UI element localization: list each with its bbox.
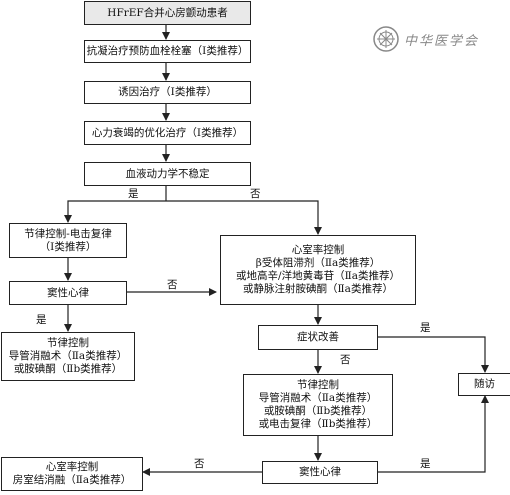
node-av-node-ablation-line1: 心室率控制 <box>45 461 99 473</box>
node-induce-text: 诱因治疗（Ⅰ类推荐） <box>118 86 217 98</box>
logo-text: 中华医学会 <box>404 33 480 49</box>
node-rhythm-ablation-2-line4: 或电击复律（Ⅱb类推荐） <box>258 418 378 430</box>
node-unstable-text: 血液动力学不稳定 <box>125 167 210 180</box>
node-sinus-rhythm-2-text: 窦性心律 <box>299 466 341 478</box>
node-rhythm-ablation-1: 节律控制 导管消融术（Ⅱa类推荐） 或胺碘酮（Ⅱb类推荐） <box>1 332 135 381</box>
label-improve-yes: 是 <box>420 322 431 334</box>
label-sinus2-no: 否 <box>194 458 205 470</box>
node-rate-control-line2: β受体阻滞剂（Ⅱa类推荐） <box>255 257 381 269</box>
arrow-unstable-no <box>166 200 322 235</box>
node-optimize-text: 心力衰竭的优化治疗（Ⅰ类推荐） <box>91 126 244 139</box>
node-av-node-ablation-line2: 房室结消融（Ⅱa类推荐） <box>12 474 132 486</box>
node-hfref: HFrEF合并心房颤动患者 <box>84 1 251 25</box>
arrow-unstable-yes <box>64 200 166 223</box>
node-rate-control-line3: 或地高辛/洋地黄毒苷（Ⅱa类推荐） <box>236 270 400 282</box>
node-rhythm-ablation-2: 节律控制 导管消融术（Ⅱa类推荐） 或胺碘酮（Ⅱb类推荐） 或电击复律（Ⅱb类推… <box>243 374 393 436</box>
node-followup-text: 随访 <box>474 378 495 390</box>
node-rhythm-ablation-1-line2: 导管消融术（Ⅱa类推荐） <box>8 350 128 362</box>
node-rhythm-ablation-1-line3: 或胺碘酮（Ⅱb类推荐） <box>13 363 123 375</box>
label-improve-no: 否 <box>340 354 351 366</box>
label-unstable-no: 否 <box>250 188 261 200</box>
node-rhythm-ablation-1-line1: 节律控制 <box>47 337 89 349</box>
node-rhythm-ablation-2-line1: 节律控制 <box>297 379 339 391</box>
node-sinus-rhythm-1: 窦性心律 <box>9 281 127 305</box>
node-rhythm-ablation-2-line2: 导管消融术（Ⅱa类推荐） <box>258 392 378 404</box>
node-rhythm-ablation-2-line3: 或胺碘酮（Ⅱb类推荐） <box>263 405 373 417</box>
label-unstable-yes: 是 <box>128 188 139 200</box>
node-sinus-rhythm-2: 窦性心律 <box>262 461 378 484</box>
node-hfref-text: HFrEF合并心房颤动患者 <box>107 6 228 19</box>
node-rhythm-cardioversion-line1: 节律控制-电击复律 <box>24 227 112 240</box>
node-symptom-improve: 症状改善 <box>258 325 378 350</box>
node-av-node-ablation: 心室率控制 房室结消融（Ⅱa类推荐） <box>1 457 143 491</box>
node-symptom-improve-text: 症状改善 <box>297 331 339 343</box>
seal-icon <box>373 26 399 52</box>
node-rhythm-cardioversion: 节律控制-电击复律 （Ⅰ类推荐） <box>9 223 127 258</box>
node-unstable: 血液动力学不稳定 <box>84 162 251 186</box>
arrow-sinus2-followup <box>378 395 489 473</box>
node-anticoag-text: 抗凝治疗预防血栓栓塞（Ⅰ类推荐） <box>86 45 249 57</box>
node-anticoag: 抗凝治疗预防血栓栓塞（Ⅰ类推荐） <box>84 40 251 63</box>
node-optimize: 心力衰竭的优化治疗（Ⅰ类推荐） <box>84 121 251 145</box>
node-induce: 诱因治疗（Ⅰ类推荐） <box>84 81 251 104</box>
node-rate-control-line4: 或静脉注射胺碘酮（Ⅱa类推荐） <box>243 283 393 295</box>
arrow-improve-followup <box>378 336 489 373</box>
node-rhythm-cardioversion-line2: （Ⅰ类推荐） <box>39 240 97 253</box>
label-sinus1-yes: 是 <box>36 314 47 326</box>
label-sinus2-yes: 是 <box>420 458 431 470</box>
label-sinus1-no: 否 <box>167 279 178 291</box>
node-rate-control-line1: 心室率控制 <box>291 244 345 256</box>
logo: 中华医学会 <box>372 24 479 54</box>
node-sinus-rhythm-1-text: 窦性心律 <box>47 286 89 299</box>
node-followup: 随访 <box>458 373 510 396</box>
node-rate-control: 心室率控制 β受体阻滞剂（Ⅱa类推荐） 或地高辛/洋地黄毒苷（Ⅱa类推荐） 或静… <box>220 235 416 305</box>
